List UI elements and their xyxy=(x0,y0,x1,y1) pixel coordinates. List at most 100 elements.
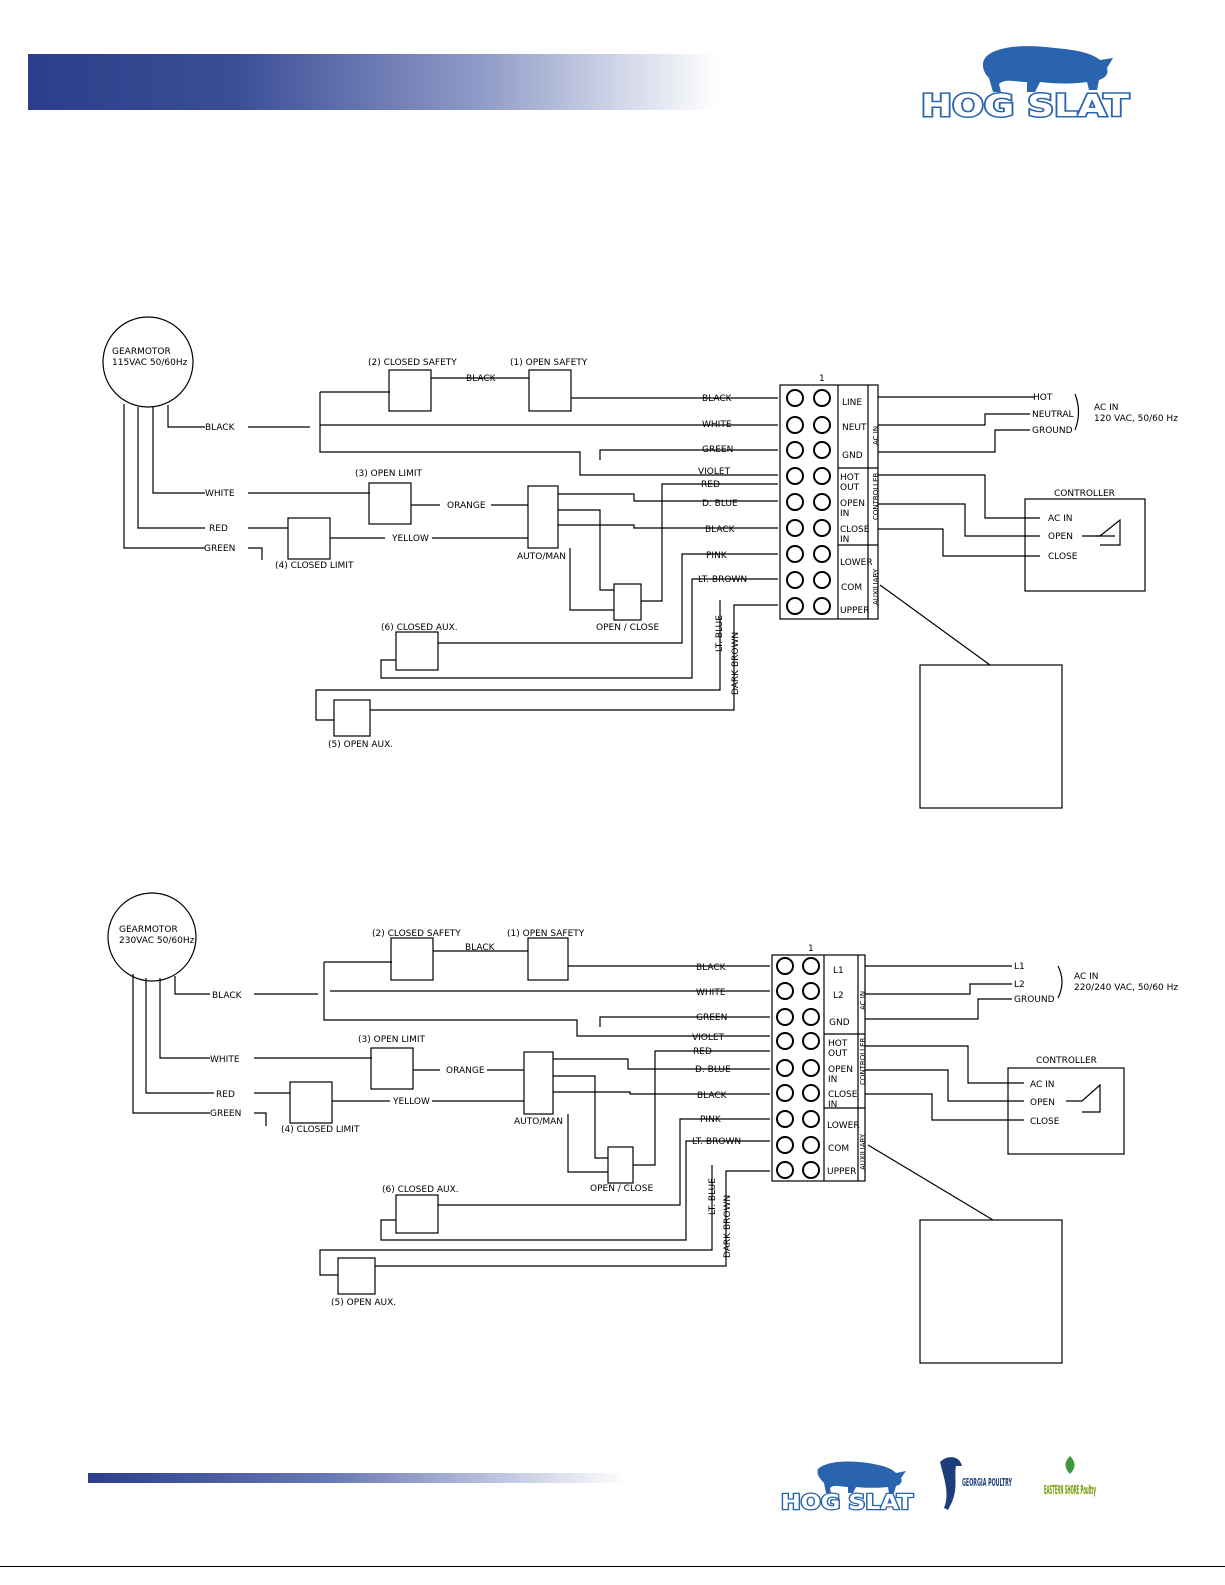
terminal-out: OUT xyxy=(840,483,860,493)
label-wire-pink: PINK xyxy=(706,551,728,561)
terminal-com: COM xyxy=(841,583,862,593)
ac-in-spec: 220/240 VAC, 50/60 Hz xyxy=(1074,983,1178,993)
plant-icon xyxy=(1065,1456,1075,1474)
header-gradient-bar xyxy=(28,54,718,110)
label-closed-aux: (6) CLOSED AUX. xyxy=(382,1185,459,1195)
switch-open-aux xyxy=(337,1257,376,1295)
label-wire-red: RED xyxy=(701,480,720,490)
switch-open-close xyxy=(607,1146,634,1184)
label-orange: ORANGE xyxy=(446,1066,485,1076)
label-wire-violet: VIOLET xyxy=(698,467,731,477)
gearmotor-label: GEARMOTOR xyxy=(112,347,171,357)
terminal-open-in: IN xyxy=(840,509,849,519)
footer-hog-slat-text: HOG SLAT xyxy=(781,1490,913,1513)
label-wire-black2: BLACK xyxy=(697,1091,728,1101)
gearmotor-circle xyxy=(107,892,197,982)
gearmotor-circle xyxy=(102,316,194,408)
switch-open-limit xyxy=(368,482,412,525)
label-motor-black: BLACK xyxy=(212,991,243,1001)
label-wire-pink: PINK xyxy=(700,1115,722,1125)
terminal-hot: HOT xyxy=(828,1039,848,1049)
terminal-hot: HOT xyxy=(840,473,860,483)
pig-icon xyxy=(817,1461,906,1493)
controller-box xyxy=(1024,498,1146,592)
label-motor-black: BLACK xyxy=(205,423,236,433)
label-closed-aux: (6) CLOSED AUX. xyxy=(381,623,458,633)
controller-title: CONTROLLER xyxy=(1054,489,1115,499)
label-wire-ltbrown: LT. BROWN xyxy=(698,575,747,585)
label-open-limit: (3) OPEN LIMIT xyxy=(358,1035,425,1045)
terminal-number: 1 xyxy=(808,944,814,954)
terminal-block xyxy=(771,954,866,1182)
terminal-upper: UPPER xyxy=(827,1167,856,1177)
label-open-aux: (5) OPEN AUX. xyxy=(331,1298,396,1308)
group-ac-in: AC IN xyxy=(872,426,880,445)
label-wire-dblue: D. BLUE xyxy=(695,1065,731,1075)
label-motor-green: GREEN xyxy=(210,1109,241,1119)
label-open-close: OPEN / CLOSE xyxy=(590,1184,653,1194)
pig-icon xyxy=(982,46,1113,92)
georgia-poultry-logo: GEORGIA POULTRY xyxy=(940,1457,1012,1510)
terminal-gnd: GND xyxy=(842,451,863,461)
label-wire-violet: VIOLET xyxy=(692,1033,725,1043)
auxiliary-note-box xyxy=(919,1219,1063,1364)
terminal-lower: LOWER xyxy=(840,558,873,568)
label-wire-ltblue: LT. BLUE xyxy=(708,1178,718,1215)
label-wire-darkbrown: DARK BROWN xyxy=(723,1195,733,1258)
group-auxiliary: AUXILIARY xyxy=(859,1133,867,1170)
label-motor-green: GREEN xyxy=(204,544,235,554)
label-closed-limit: (4) CLOSED LIMIT xyxy=(281,1125,360,1135)
switch-closed-aux xyxy=(395,1194,439,1234)
label-open-aux: (5) OPEN AUX. xyxy=(328,740,393,750)
label-motor-red: RED xyxy=(209,524,228,534)
controller-open: OPEN xyxy=(1048,532,1073,542)
label-wire-red: RED xyxy=(693,1047,712,1057)
terminal-open: OPEN xyxy=(840,499,865,509)
label-yellow: YELLOW xyxy=(391,534,429,544)
wiring-diagram-240v: GEARMOTOR 230VAC 50/60Hz (2) CLOSED SAFE… xyxy=(107,892,1178,1364)
controller-ac-in: AC IN xyxy=(1048,514,1073,524)
footer-georgia-poultry-text: GEORGIA POULTRY xyxy=(962,1476,1012,1489)
label-motor-white: WHITE xyxy=(210,1055,240,1065)
ac-in-title: AC IN xyxy=(1074,972,1099,982)
terminal-com: COM xyxy=(828,1144,849,1154)
label-wire-green: GREEN xyxy=(696,1013,727,1023)
switch-open-aux xyxy=(333,699,371,737)
label-open-limit: (3) OPEN LIMIT xyxy=(355,469,422,479)
terminal-open-in: IN xyxy=(828,1075,837,1085)
terminal-out: OUT xyxy=(828,1049,848,1059)
label-open-safety: (1) OPEN SAFETY xyxy=(507,929,585,939)
label-open-close: OPEN / CLOSE xyxy=(596,623,659,633)
switch-open-safety xyxy=(528,369,572,412)
footer-gradient-bar xyxy=(88,1473,628,1483)
group-auxiliary: AUXILIARY xyxy=(872,568,880,605)
group-controller: CONTROLLER xyxy=(872,472,880,520)
label-orange: ORANGE xyxy=(447,501,486,511)
label-wire-green: GREEN xyxy=(702,445,733,455)
terminal-close-in: IN xyxy=(840,535,849,545)
switch-open-close xyxy=(613,583,642,621)
terminal-neut: NEUT xyxy=(842,423,867,433)
ac-in-title: AC IN xyxy=(1094,403,1119,413)
label-wire-ltbrown: LT. BROWN xyxy=(692,1137,741,1147)
group-controller: CONTROLLER xyxy=(859,1037,867,1085)
gearmotor-voltage: 230VAC 50/60Hz xyxy=(119,936,195,946)
controller-title: CONTROLLER xyxy=(1036,1056,1097,1066)
brand-text: HOG SLAT xyxy=(921,89,1130,123)
switch-auto-man xyxy=(527,485,559,549)
terminal-l1: L1 xyxy=(833,966,844,976)
label-wire-ltblue: LT. BLUE xyxy=(715,615,725,652)
controller-box xyxy=(1007,1067,1125,1155)
terminal-close: CLOSE xyxy=(840,525,870,535)
switch-closed-limit xyxy=(287,517,331,560)
ac-in-spec: 120 VAC, 50/60 Hz xyxy=(1094,414,1178,424)
switch-closed-aux xyxy=(395,631,439,671)
label-wire-dblue: D. BLUE xyxy=(702,499,738,509)
switch-open-safety xyxy=(527,937,569,981)
controller-open: OPEN xyxy=(1030,1098,1055,1108)
page-bottom-rule xyxy=(0,1566,1225,1567)
label-auto-man: AUTO/MAN xyxy=(517,552,566,562)
group-ac-in: AC IN xyxy=(859,991,867,1010)
terminal-number: 1 xyxy=(819,374,825,384)
switch-auto-man xyxy=(523,1051,554,1115)
